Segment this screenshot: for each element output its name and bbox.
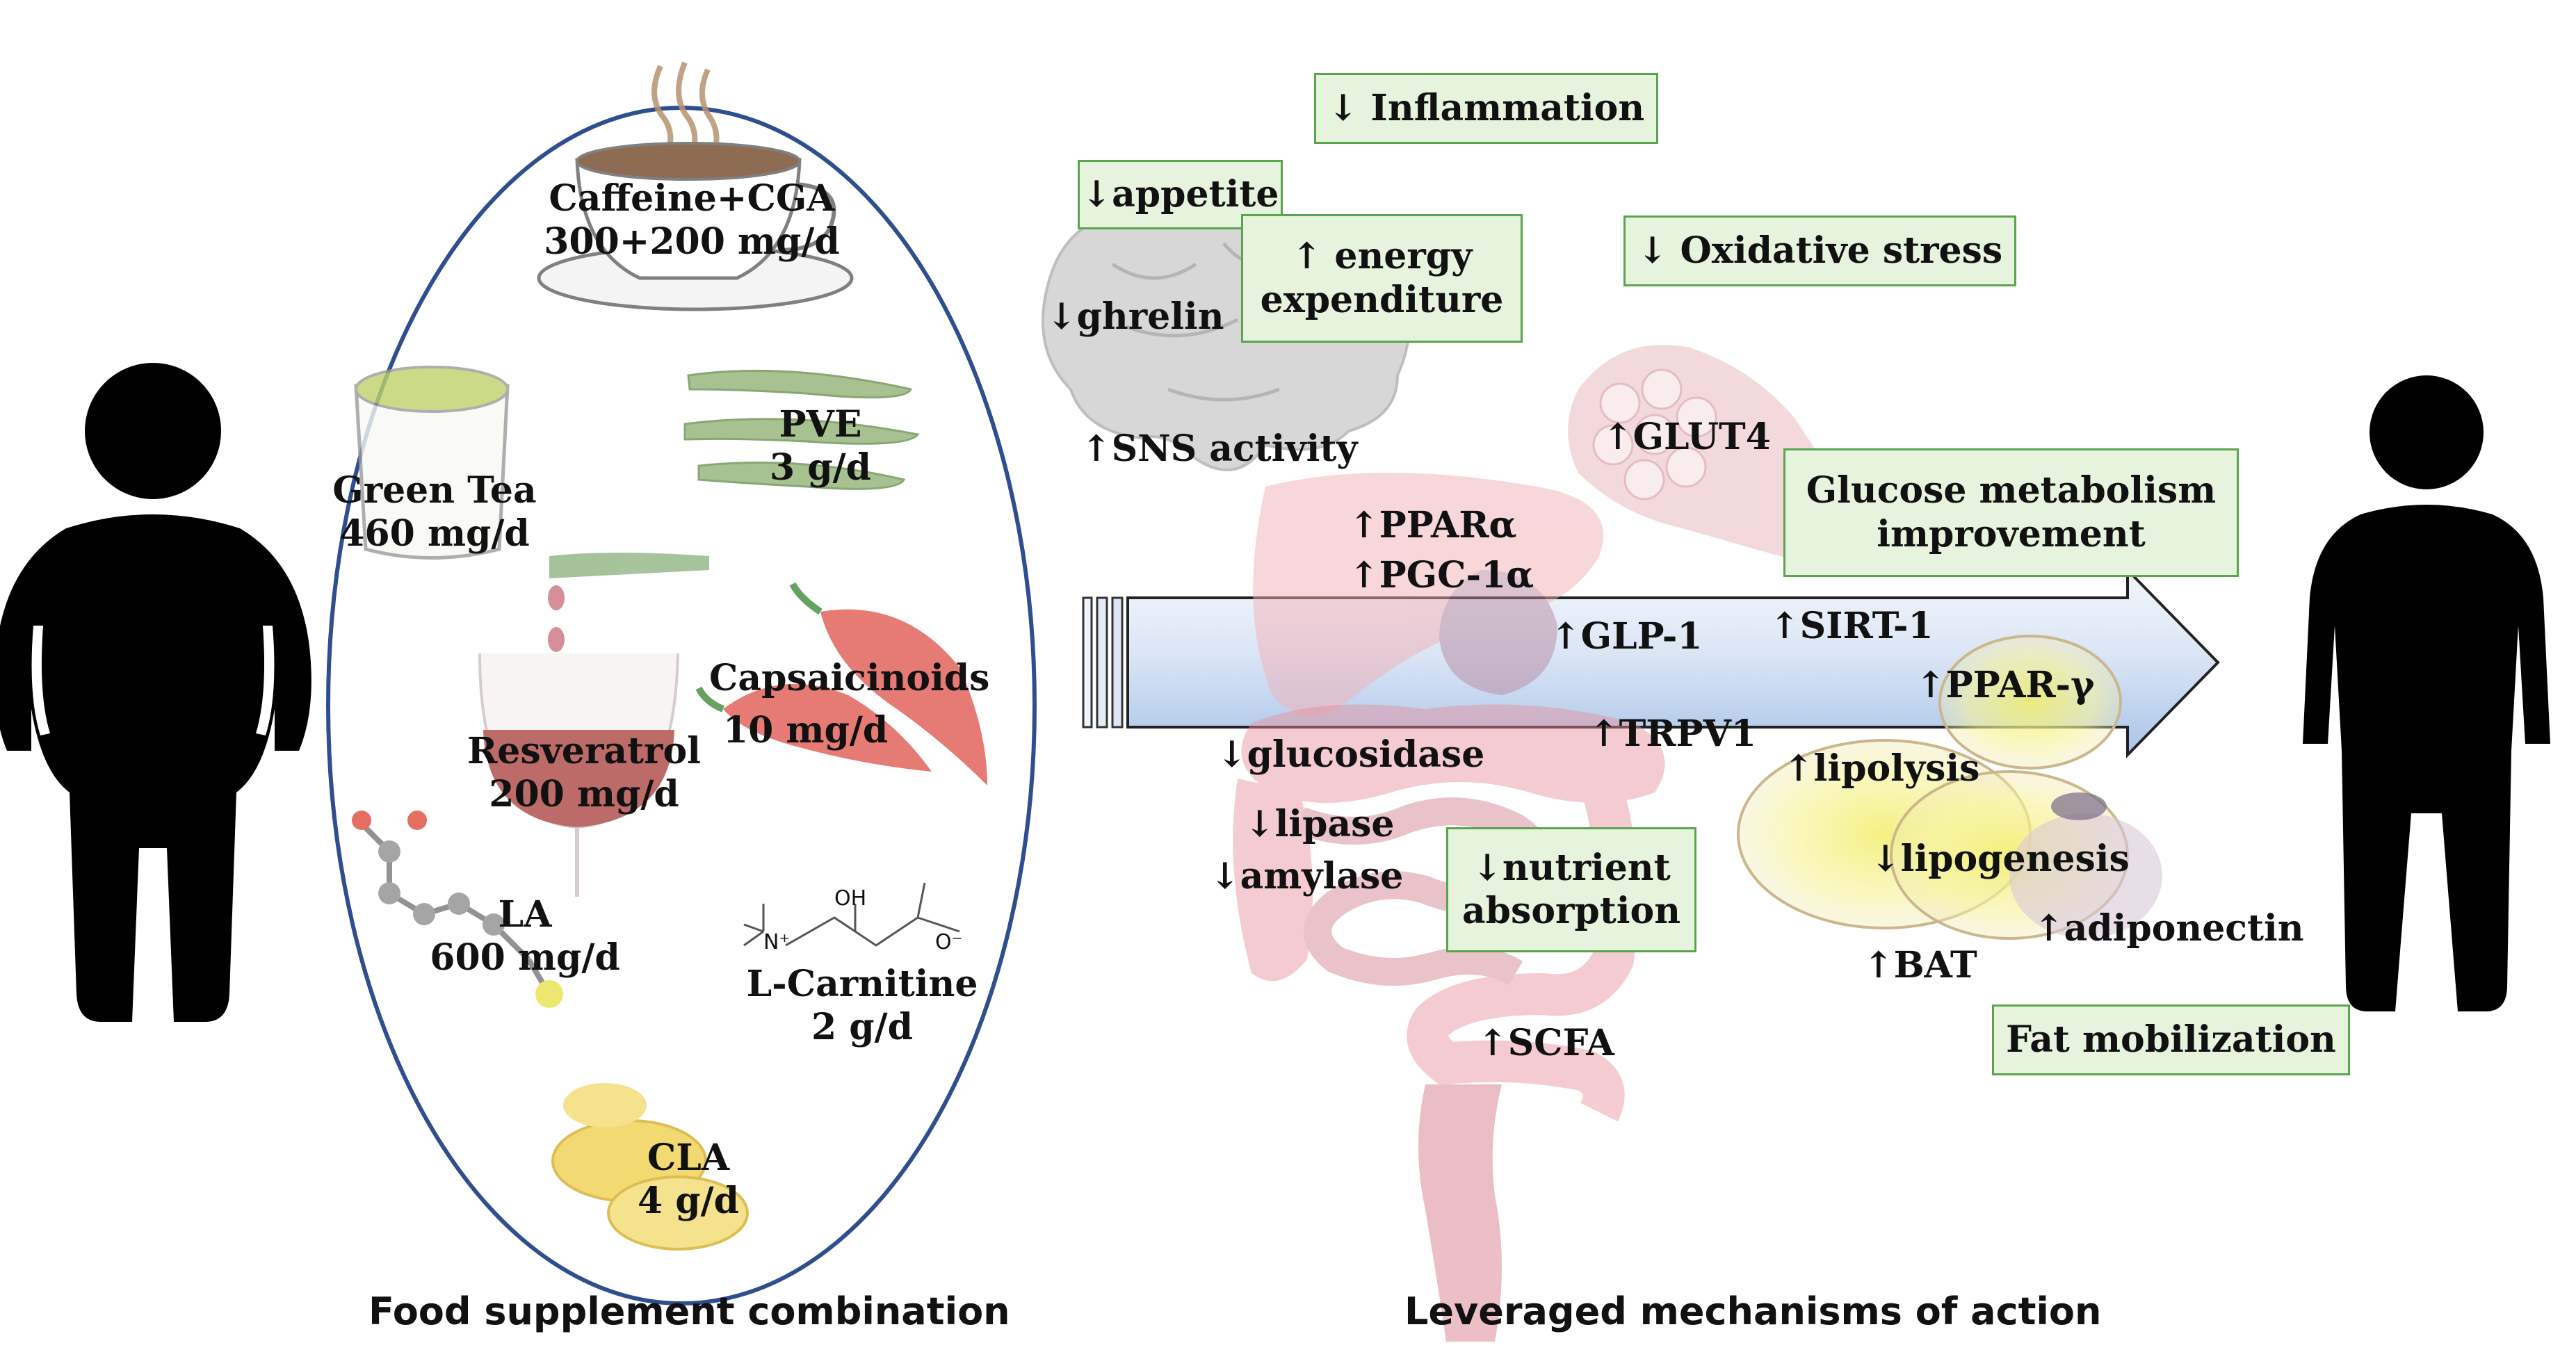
supplement-green-tea-dose: 460 mg/d: [339, 512, 530, 555]
marker-ppara: ↑PPARα: [1349, 504, 1517, 546]
effect-box-energy: ↑ energy expenditure: [1241, 214, 1523, 343]
supplement-caffeine-dose: 300+200 mg/d: [544, 220, 840, 263]
supplement-l-carnitine: L-Carnitine 2 g/d: [737, 963, 987, 1050]
marker-pgc1a: ↑PGC-1α: [1349, 554, 1534, 596]
marker-ghrelin: ↓ghrelin: [1046, 295, 1224, 338]
effect-box-nutrient-line2: absorption: [1461, 890, 1681, 932]
supplement-l-carnitine-dose: 2 g/d: [811, 1006, 913, 1049]
marker-sirt1: ↑SIRT-1: [1769, 605, 1934, 647]
intestine-icon: [1233, 704, 1665, 1342]
slim-person-icon: [2303, 375, 2550, 1011]
carnitine-o-label: O⁻: [935, 930, 963, 954]
carnitine-n-label: N⁺: [763, 930, 791, 954]
supplement-green-tea: Green Tea 460 mg/d: [327, 469, 542, 556]
supplement-cla-dose: 4 g/d: [638, 1180, 739, 1223]
supplement-cla-name: CLA: [647, 1137, 730, 1179]
marker-glp1: ↑GLP-1: [1550, 615, 1703, 658]
effect-box-energy-line1: ↑ energy: [1291, 235, 1473, 278]
supplement-capsaicinoids: Capsaicinoids: [709, 657, 990, 700]
effect-box-appetite: ↓appetite: [1078, 160, 1283, 229]
supplement-resveratrol-dose: 200 mg/d: [489, 773, 679, 816]
effect-box-oxidative: ↓ Oxidative stress: [1623, 215, 2016, 286]
supplement-la: LA 600 mg/d: [417, 893, 633, 980]
supplement-cla: CLA 4 g/d: [605, 1137, 772, 1223]
supplement-pve-dose: 3 g/d: [770, 446, 871, 489]
supplement-green-tea-name: Green Tea: [332, 469, 537, 512]
supplement-resveratrol: Resveratrol 200 mg/d: [459, 730, 709, 817]
marker-lipolysis: ↑lipolysis: [1783, 747, 1980, 790]
marker-pparg: ↑PPAR-γ: [1915, 664, 2095, 706]
obese-person-icon: [0, 363, 311, 1022]
effect-box-fat-mobilization: Fat mobilization: [1992, 1004, 2350, 1075]
marker-adiponectin: ↑adiponectin: [2034, 907, 2304, 950]
l-carnitine-structure-icon: [743, 882, 960, 947]
supplement-l-carnitine-name: L-Carnitine: [746, 963, 978, 1005]
supplement-capsaicinoids-dose: 10 mg/d: [723, 709, 889, 751]
supplement-caffeine: Caffeine+CGA 300+200 mg/d: [525, 177, 859, 264]
effect-box-nutrient: ↓nutrient absorption: [1446, 827, 1696, 952]
effect-box-glucose-line1: Glucose metabolism: [1806, 469, 2217, 512]
marker-glut4: ↑GLUT4: [1603, 416, 1771, 458]
supplement-pve-name: PVE: [779, 403, 862, 446]
supplement-resveratrol-name: Resveratrol: [467, 730, 701, 772]
marker-amylase: ↓amylase: [1210, 855, 1404, 897]
marker-scfa: ↑SCFA: [1477, 1022, 1614, 1064]
marker-glucosidase: ↓glucosidase: [1217, 733, 1485, 776]
green-beans-icon: [683, 369, 920, 490]
marker-sns: ↑SNS activity: [1081, 428, 1358, 470]
supplement-la-name: LA: [498, 893, 552, 936]
marker-lipogenesis: ↓lipogenesis: [1870, 838, 2130, 880]
left-caption: Food supplement combination: [368, 1289, 1010, 1333]
wine-glass-icon: [478, 553, 709, 897]
supplement-la-dose: 600 mg/d: [430, 936, 620, 979]
effect-box-inflammation: ↓ Inflammation: [1314, 73, 1658, 144]
cla-capsules-icon: [551, 1083, 749, 1251]
adipocyte-icon: [1737, 635, 2162, 940]
coffee-cup-icon: [537, 61, 854, 311]
supplement-pve: PVE 3 g/d: [751, 403, 890, 490]
carnitine-oh-label: OH: [834, 886, 867, 911]
liver-icon: [1253, 473, 1603, 716]
lipoic-acid-molecule-icon: [352, 811, 563, 1008]
marker-bat: ↑BAT: [1863, 944, 1977, 986]
effect-box-glucose: Glucose metabolism improvement: [1783, 448, 2239, 577]
marker-trpv1: ↑TRPV1: [1589, 713, 1757, 755]
effect-box-energy-line2: expenditure: [1260, 278, 1504, 321]
chili-pepper-icon: [695, 582, 987, 786]
effect-box-nutrient-line1: ↓nutrient: [1472, 846, 1671, 889]
effect-box-glucose-line2: improvement: [1877, 512, 2146, 555]
supplement-capsaicinoids-name: Capsaicinoids: [709, 657, 990, 699]
marker-lipase: ↓lipase: [1245, 803, 1395, 845]
green-tea-icon: [354, 366, 510, 560]
supplement-caffeine-name: Caffeine+CGA: [549, 177, 835, 220]
right-caption: Leveraged mechanisms of action: [1404, 1289, 2102, 1333]
